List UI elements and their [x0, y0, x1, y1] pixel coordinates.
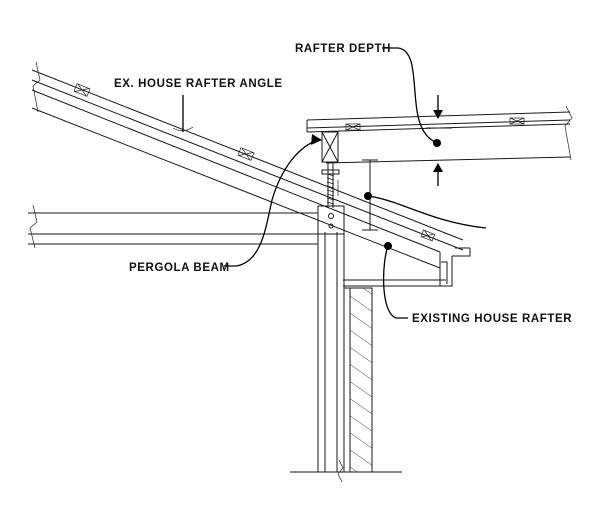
rafter-depth-dimension [426, 95, 452, 186]
pergola-beam-section [321, 131, 339, 163]
threaded-rod-bracket [317, 162, 345, 235]
house-rafter-angle-label: EX. HOUSE RAFTER ANGLE [114, 78, 283, 90]
leader-lines [172, 47, 487, 319]
pergola-rafter [306, 105, 573, 164]
existing-house-rafter-label: EXISTING HOUSE RAFTER [412, 313, 572, 325]
existing-roof-assembly [31, 61, 471, 287]
pergola-beam-label: PERGOLA BEAM [129, 262, 230, 274]
rafter-depth-label: RAFTER DEPTH [295, 43, 391, 55]
rafter-blocking [345, 117, 525, 131]
roof-blocking [73, 83, 436, 242]
exterior-wall [290, 232, 402, 483]
ceiling-joist [28, 204, 318, 249]
